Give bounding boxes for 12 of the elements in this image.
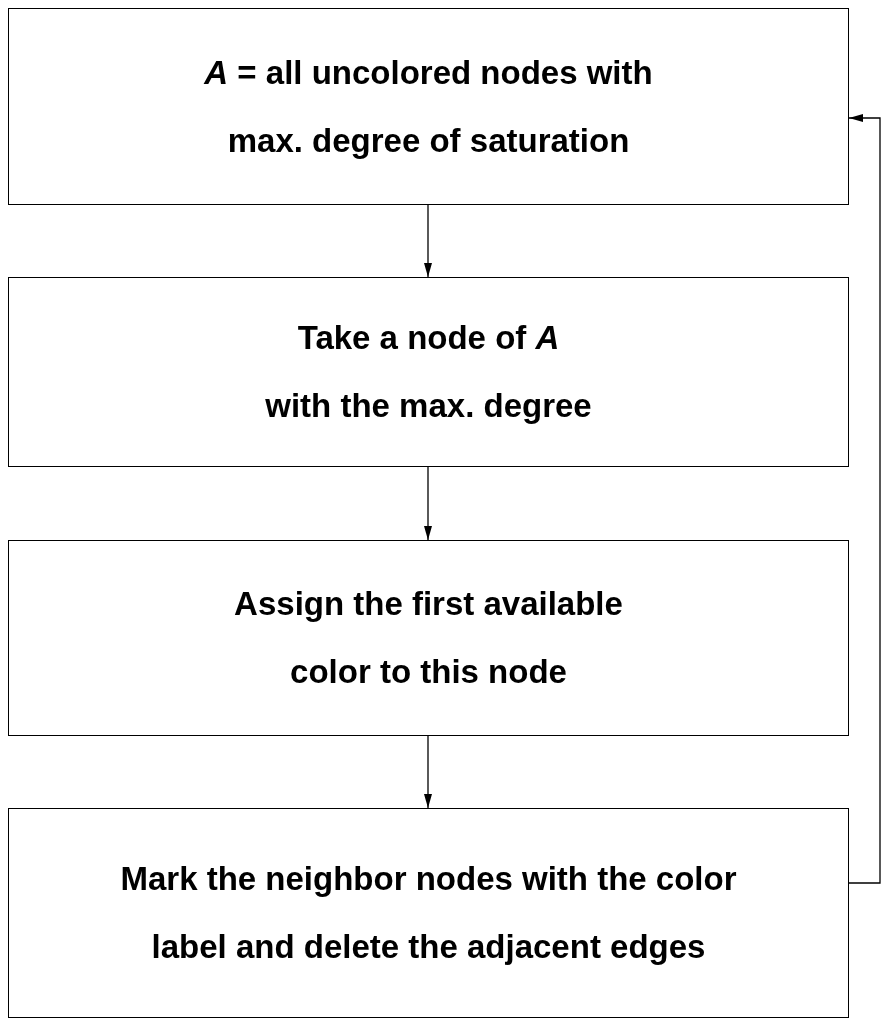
process-box	[8, 540, 849, 736]
step-text: Mark the neighbor nodes with the color label and delete the adjacent edges	[119, 859, 738, 967]
arrow	[848, 114, 881, 884]
process-box	[8, 277, 849, 467]
step-text: A = all uncolored nodes with max. degree of saturation	[203, 52, 654, 161]
arrow	[424, 466, 432, 541]
process-box	[8, 808, 849, 1018]
step-text: Take a node of A with the max. degree	[264, 318, 593, 426]
arrow	[424, 204, 432, 278]
step-text: Assign the first available color to this node	[233, 584, 624, 692]
process-box	[8, 8, 849, 205]
arrow	[424, 735, 432, 809]
